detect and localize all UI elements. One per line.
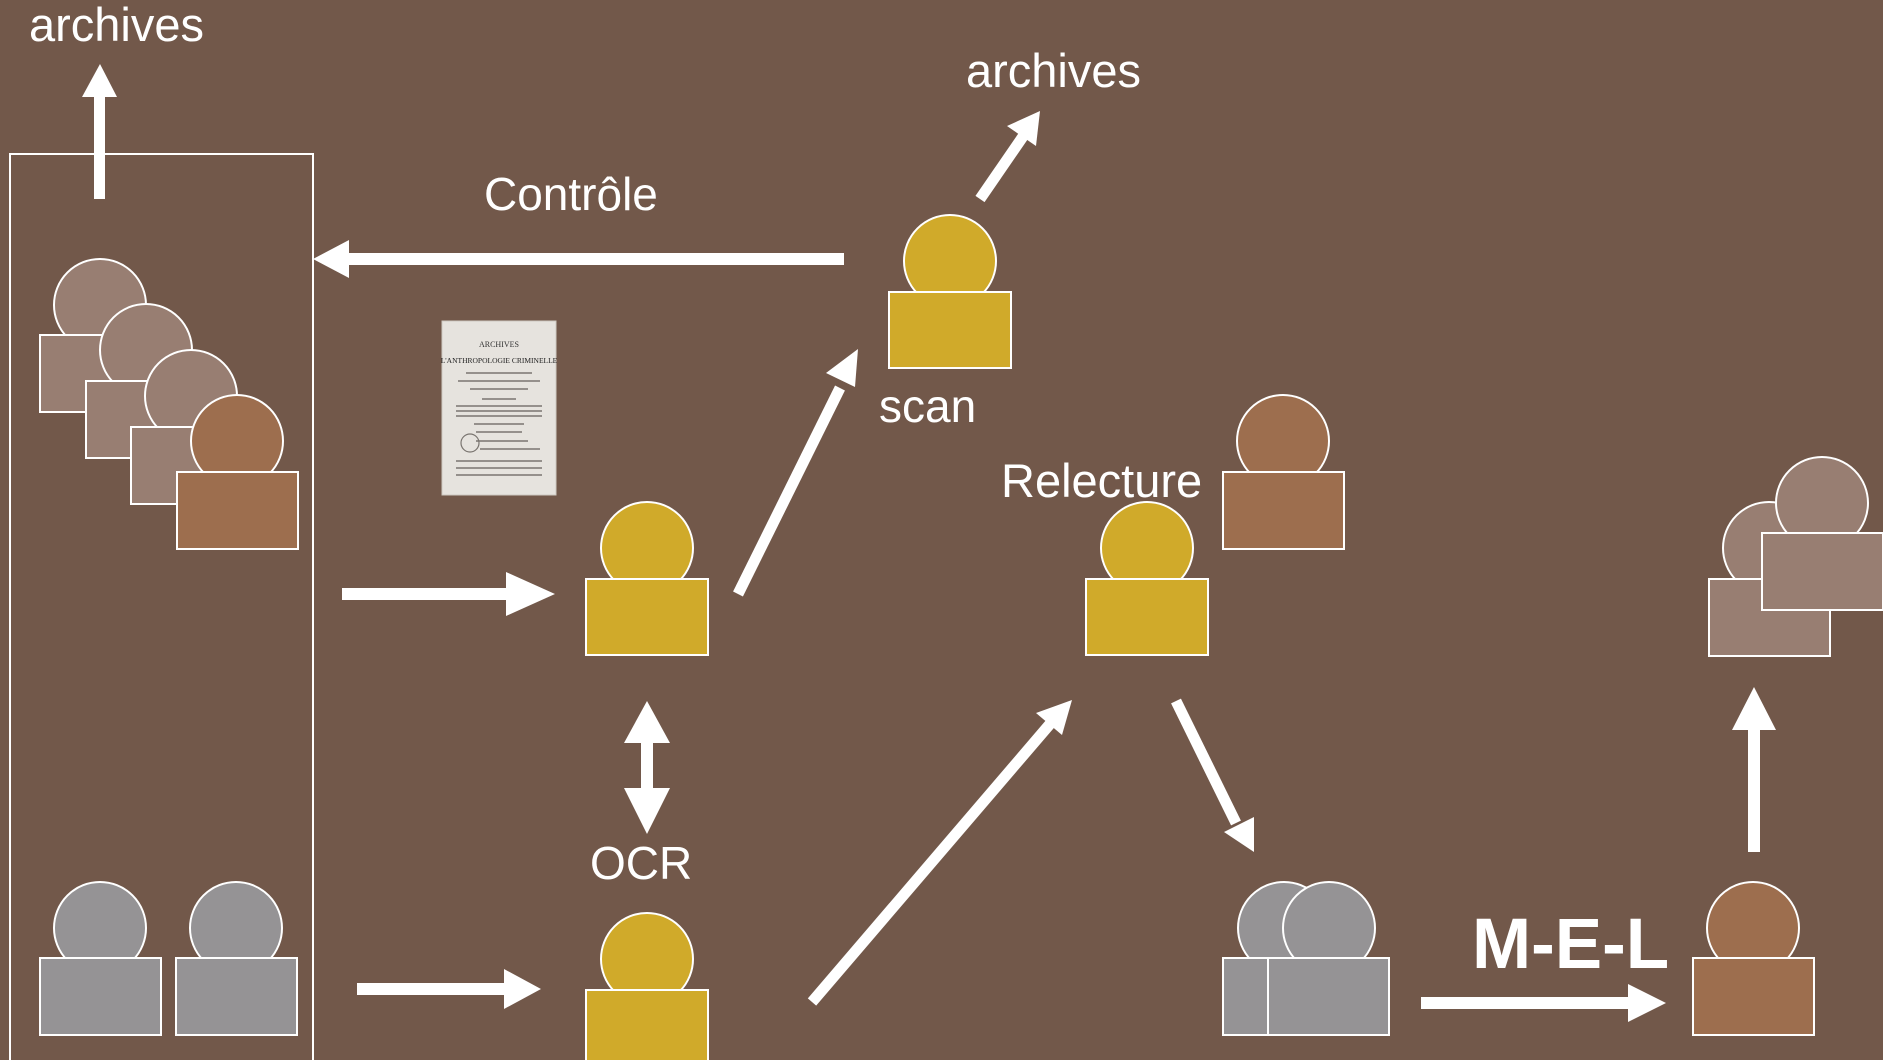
taupe-pair-right [1708, 456, 1883, 657]
doc-heading: ARCHIVES [479, 340, 519, 349]
gray-pair-left [39, 881, 298, 1036]
label-archives-left: archives [29, 0, 204, 51]
person-ocr [585, 912, 709, 1060]
label-scan: scan [879, 380, 976, 432]
label-mel: M-E-L [1472, 905, 1669, 984]
label-archives-top: archives [966, 44, 1141, 97]
doc-seal-icon [460, 433, 480, 453]
arrow-up-archives-left [82, 64, 117, 199]
person-mel [1692, 881, 1815, 1036]
doc-title: L'ANTHROPOLOGIE CRIMINELLE [441, 356, 558, 365]
arrow-center-to-scan [733, 349, 858, 597]
arrow-gray-to-ocr [357, 969, 541, 1009]
arrow-to-archives-top [975, 111, 1040, 203]
person-relecture [1085, 501, 1209, 656]
arrow-controle [313, 240, 844, 278]
team-box [9, 153, 314, 1060]
doc-text-lines [456, 372, 542, 476]
document-thumbnail: ARCHIVES L'ANTHROPOLOGIE CRIMINELLE [441, 320, 558, 496]
arrow-team-to-center [342, 572, 555, 616]
arrow-relecture-down [1171, 698, 1254, 852]
person-center [585, 501, 709, 656]
gray-person-2 [175, 881, 298, 1036]
team-member-lead [176, 394, 299, 550]
team-stack [39, 258, 299, 550]
person-scan [888, 214, 1012, 369]
arrow-ocr-double [624, 701, 670, 834]
arrow-mel [1421, 984, 1666, 1022]
arrow-up-right [1732, 687, 1776, 852]
person-reviewer [1222, 394, 1345, 550]
gray-person-1 [39, 881, 162, 1036]
arrow-ocr-to-relecture [807, 700, 1072, 1006]
label-ocr: OCR [590, 837, 692, 889]
label-relecture: Relecture [1001, 454, 1202, 507]
gray-pair-right [1222, 881, 1390, 1036]
label-controle: Contrôle [484, 168, 658, 220]
